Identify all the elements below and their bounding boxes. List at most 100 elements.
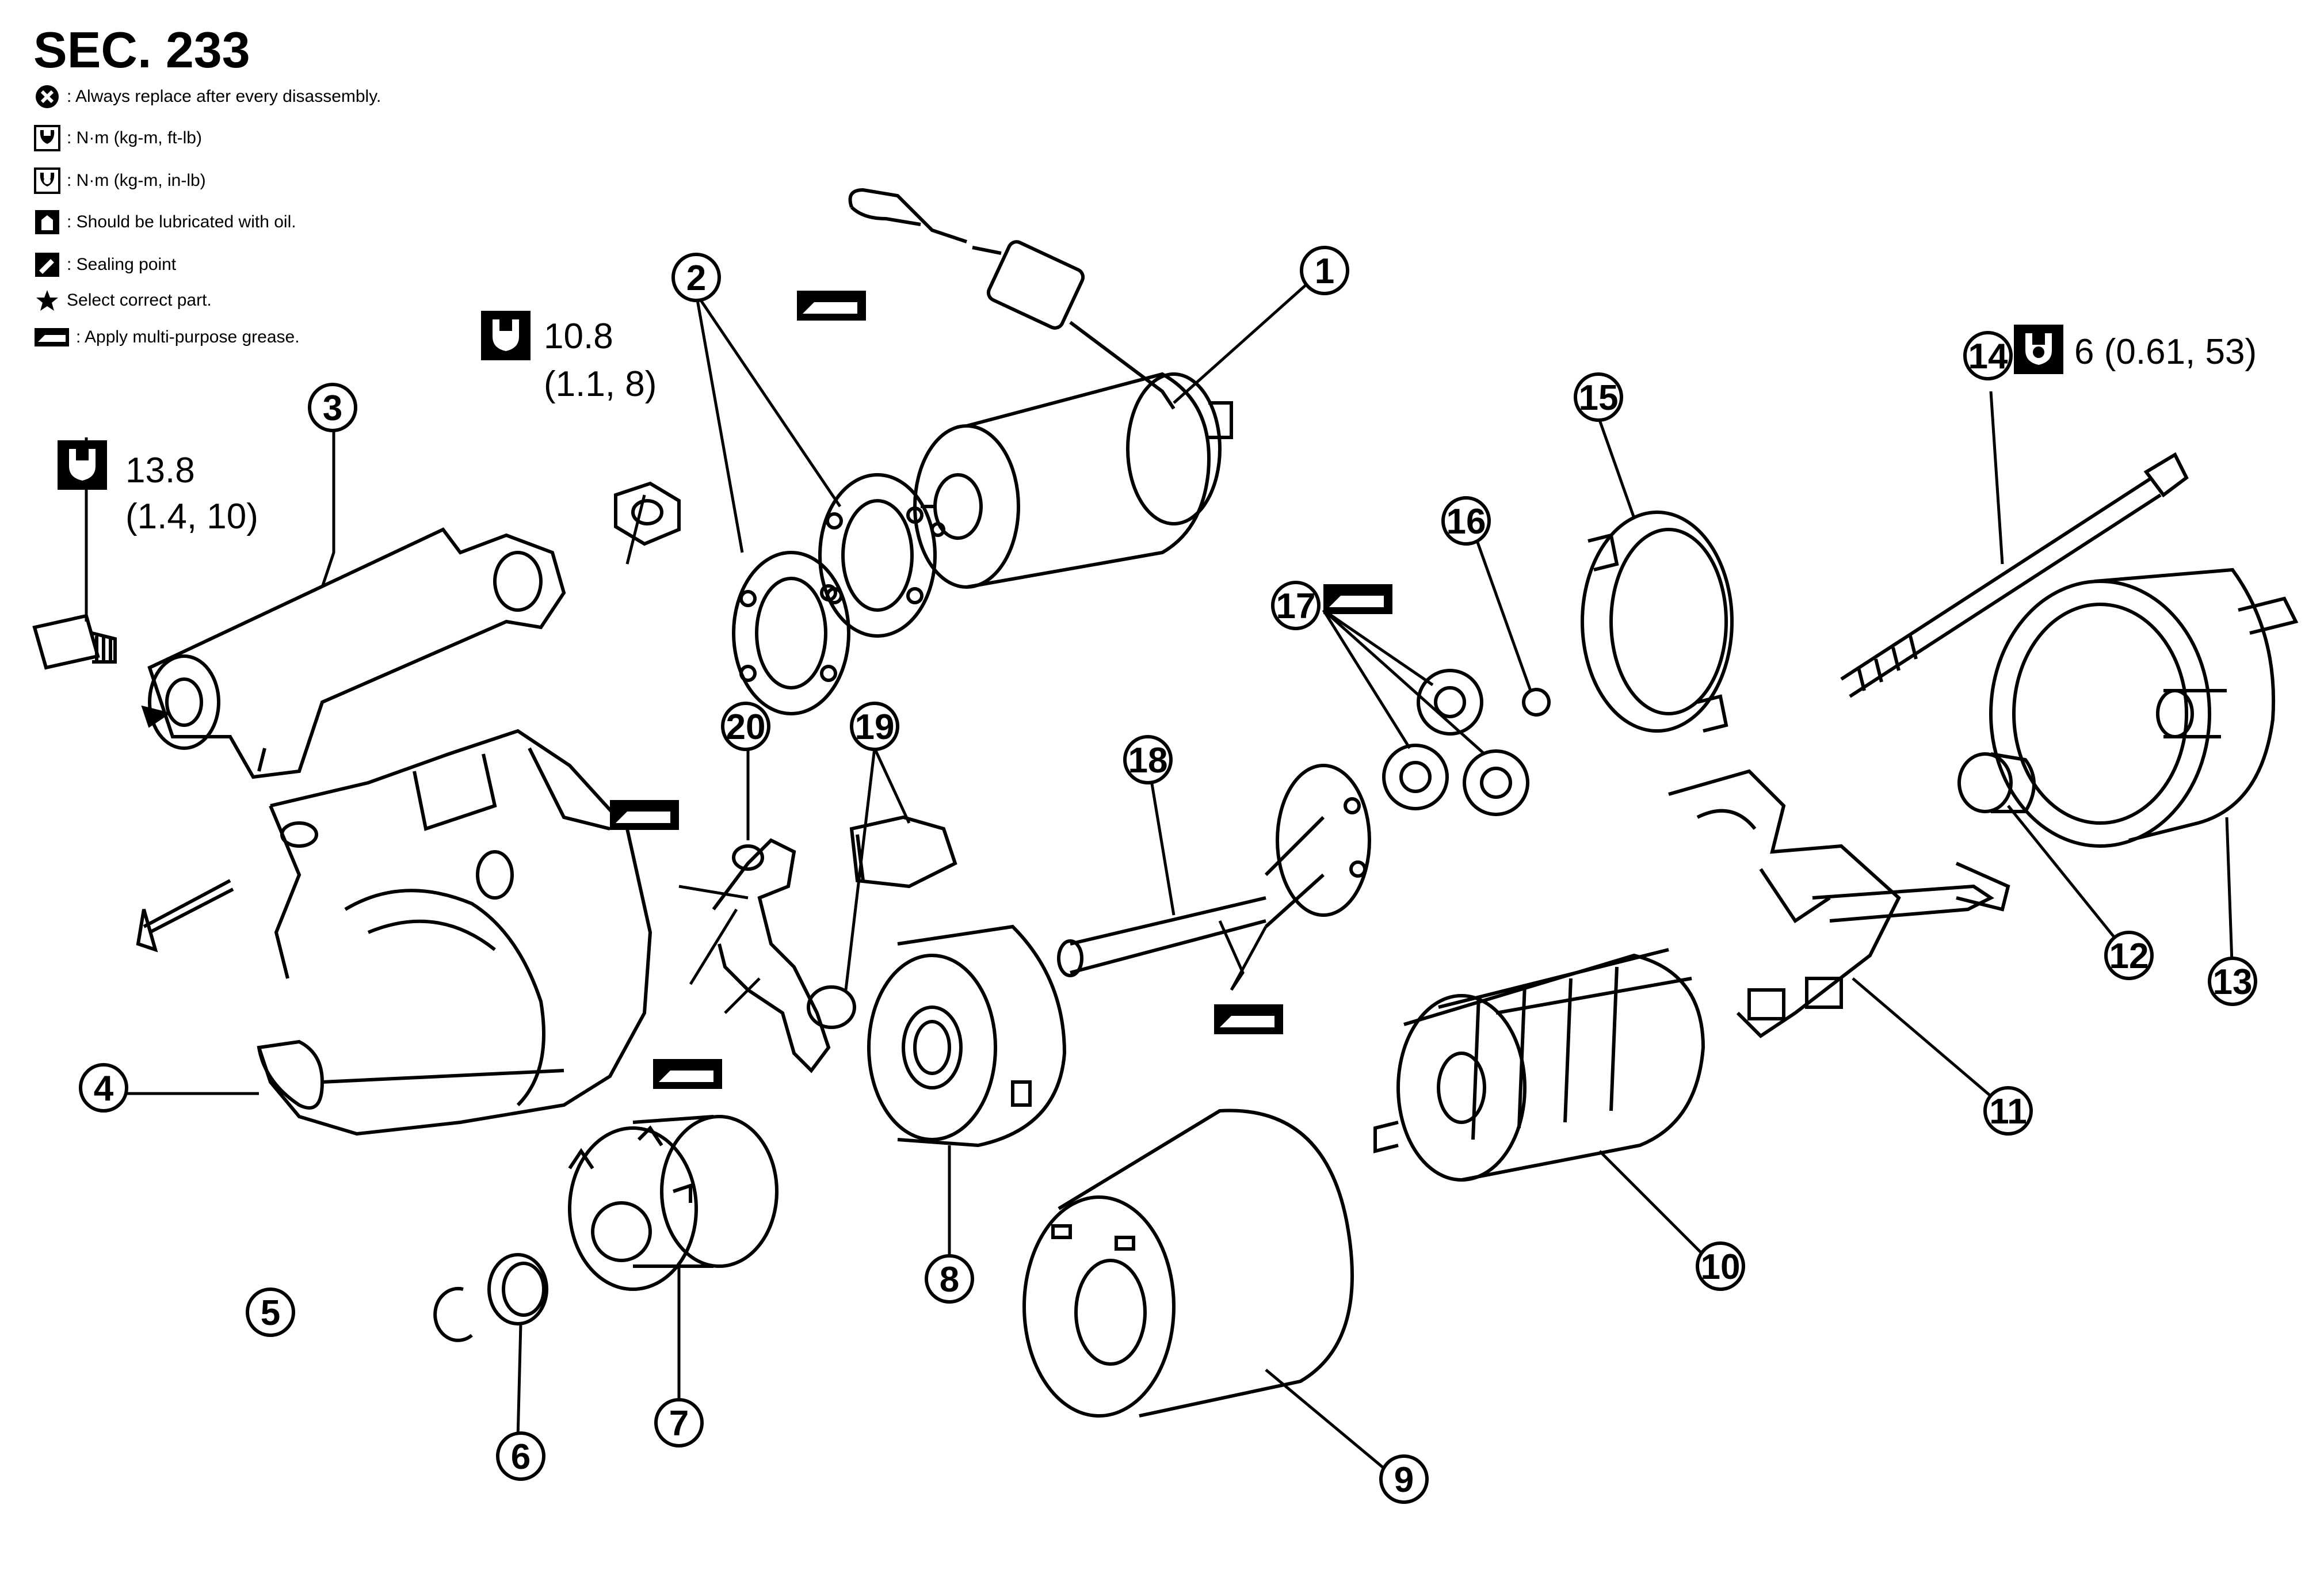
torque-icon-thru-bolt (2014, 325, 2063, 374)
nut-fastener (614, 481, 681, 546)
svg-text:15: 15 (1579, 378, 1619, 418)
shift-lever-part-20 (712, 838, 831, 1073)
torque-detail-bolt: (1.4, 10) (125, 497, 258, 536)
torque-value-nut: 10.8 (544, 317, 613, 356)
callout-4: 4 (79, 1063, 128, 1113)
svg-text:1: 1 (1315, 252, 1334, 291)
svg-text:19: 19 (855, 707, 895, 747)
armature-part-10 (1373, 948, 1705, 1182)
svg-text:6: 6 (511, 1437, 531, 1477)
svg-text:9: 9 (1394, 1460, 1414, 1500)
x-circle-icon (36, 85, 59, 108)
gear-case-part-4 (257, 729, 652, 1136)
callout-2: 2 (671, 253, 721, 302)
callout-12: 12 (2104, 931, 2154, 980)
svg-text:13: 13 (2213, 962, 2253, 1002)
callout-8: 8 (925, 1254, 974, 1304)
legend-row-oil: : Should be lubricated with oil. (33, 205, 296, 239)
callout-13: 13 (2208, 957, 2257, 1006)
legend-text: : Should be lubricated with oil. (67, 212, 296, 231)
svg-text:17: 17 (1276, 586, 1316, 626)
callout-7: 7 (654, 1398, 704, 1448)
legend-row-torque-inlb: : N·m (kg-m, in-lb) (33, 163, 206, 198)
legend-text: : Sealing point (67, 255, 177, 274)
brush-holder-part-11 (1668, 769, 2010, 1038)
callout-9: 9 (1379, 1454, 1429, 1504)
gasket-pair-part-2 (732, 473, 937, 715)
callout-18: 18 (1123, 735, 1173, 784)
svg-text:18: 18 (1128, 741, 1168, 780)
through-bolt-part-14 (1840, 452, 2189, 698)
legend-row-replace: : Always replace after every disassembly… (33, 79, 381, 114)
section-title: SEC. 233 (33, 21, 250, 78)
grease-tags (610, 291, 1392, 1089)
callout-19: 19 (850, 702, 899, 751)
callout-20: 20 (721, 702, 770, 751)
legend-text: : Always replace after every disassembly… (67, 87, 381, 106)
screw-fastener (136, 879, 234, 953)
legend-row-torque-ftlb: : N·m (kg-m, ft-lb) (33, 121, 202, 155)
housing-part-8 (867, 924, 1067, 1148)
callout-16: 16 (1441, 496, 1491, 546)
legend-text: : Apply multi-purpose grease. (76, 327, 300, 346)
torque-icon-nut (481, 311, 531, 360)
callout-6: 6 (496, 1431, 545, 1481)
svg-text:16: 16 (1447, 502, 1486, 542)
svg-text:7: 7 (669, 1404, 689, 1443)
grease-tag-lever (610, 800, 679, 830)
torque-value-bolt: 13.8 (125, 451, 195, 490)
svg-text:5: 5 (261, 1293, 280, 1333)
legend-text: : N·m (kg-m, ft-lb) (67, 128, 202, 147)
bolt-part-3-fastener (32, 614, 117, 670)
svg-text:11: 11 (1989, 1092, 2027, 1132)
torque-detail-nut: (1.1, 8) (544, 364, 657, 404)
torque-wrench-small-icon (34, 167, 60, 194)
grease-tag-shaft (1214, 1004, 1283, 1034)
seal-plate-part-19 (807, 815, 957, 1029)
torque-wrench-icon (34, 125, 60, 151)
svg-text:12: 12 (2109, 936, 2149, 976)
pinion-shaft-part-18 (1057, 764, 1371, 977)
svg-text:3: 3 (323, 388, 342, 428)
legend-text: Select correct part. (67, 291, 212, 310)
planetary-gears-part-17 (1382, 669, 1529, 816)
snap-ring-part-5 (433, 1286, 473, 1342)
callout-3: 3 (308, 383, 357, 432)
grease-tag-pinion (653, 1059, 722, 1089)
sealant-icon (35, 253, 59, 277)
bracket-part-3 (141, 527, 566, 779)
grease-icon (35, 328, 69, 346)
torque-value-thru-bolt: 6 (0.61, 53) (2074, 332, 2257, 372)
stop-ring-part-6 (487, 1253, 548, 1325)
svg-text:20: 20 (726, 707, 766, 747)
svg-text:2: 2 (686, 258, 706, 298)
legend-text: : N·m (kg-m, in-lb) (67, 171, 206, 190)
leader-lines (85, 268, 2234, 1486)
callouts: 1 2 3 4 5 6 7 8 9 10 11 12 13 14 15 16 1… (79, 246, 2257, 1504)
oil-can-icon (35, 210, 59, 234)
legend-row-grease: : Apply multi-purpose grease. (33, 320, 300, 355)
callout-10: 10 (1696, 1241, 1745, 1291)
callout-1: 1 (1300, 246, 1349, 295)
grease-tag-solenoid (797, 291, 866, 321)
yoke-part-9 (1022, 1109, 1354, 1418)
grease-tag-gears (1323, 584, 1392, 614)
legend-row-sealant: : Sealing point (33, 247, 176, 282)
svg-text:10: 10 (1701, 1247, 1741, 1287)
star-icon (36, 290, 58, 311)
legend-row-star: Select correct part. (33, 283, 212, 318)
callout-11: 11 (1983, 1086, 2033, 1136)
torque-icon-bolt (58, 440, 107, 490)
pinion-clutch-part-7 (568, 1115, 779, 1291)
svg-text:4: 4 (94, 1069, 114, 1109)
ball-part-16 (1522, 688, 1551, 717)
packing-ring-part-15 (1581, 511, 1734, 733)
callout-17: 17 (1271, 581, 1321, 630)
callout-15: 15 (1574, 372, 1623, 422)
rear-cover-part-13 (1989, 567, 2299, 848)
svg-text:8: 8 (940, 1260, 959, 1300)
svg-text:14: 14 (1968, 337, 2008, 376)
callout-14: 14 (1963, 331, 2013, 380)
